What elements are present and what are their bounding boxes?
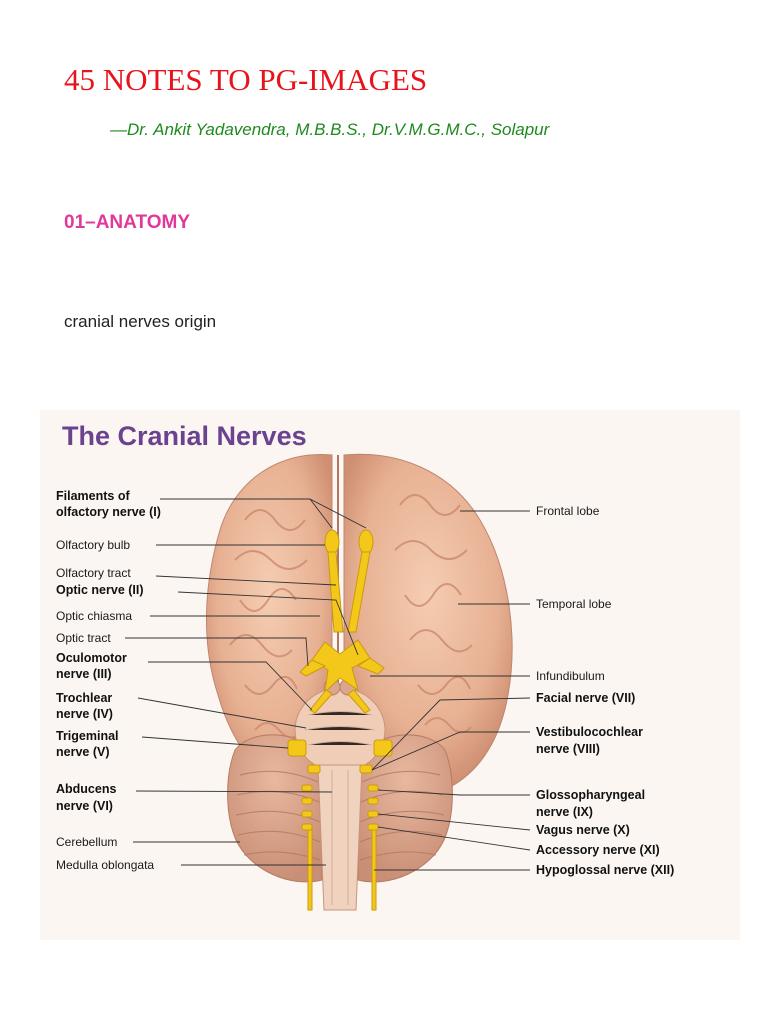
figure-title: The Cranial Nerves xyxy=(62,421,307,451)
label-accessory-nerve: Accessory nerve (XI) xyxy=(536,843,660,857)
brain-drawing xyxy=(206,453,513,911)
label-olfactory-bulb: Olfactory bulb xyxy=(56,538,130,552)
label-trochlear-line1: Trochlear xyxy=(56,691,112,705)
label-optic-tract: Optic tract xyxy=(56,631,111,645)
document-title: 45 NOTES TO PG-IMAGES xyxy=(64,62,428,97)
label-vagus-nerve: Vagus nerve (X) xyxy=(536,823,630,837)
label-temporal-lobe: Temporal lobe xyxy=(536,597,612,611)
left-labels: Filaments of olfactory nerve (I) Olfacto… xyxy=(56,489,161,872)
label-medulla-oblongata: Medulla oblongata xyxy=(56,858,154,872)
label-optic-nerve: Optic nerve (II) xyxy=(56,583,144,597)
label-abducens-line2: nerve (VI) xyxy=(56,799,113,813)
label-leader-lines xyxy=(125,498,531,871)
label-facial-nerve: Facial nerve (VII) xyxy=(536,691,635,705)
label-trigeminal-line1: Trigeminal xyxy=(56,729,119,743)
label-infundibulum: Infundibulum xyxy=(536,669,605,683)
label-abducens-line1: Abducens xyxy=(56,782,116,796)
label-vestibulocochlear-line2: nerve (VIII) xyxy=(536,742,600,756)
author-line: —Dr. Ankit Yadavendra, M.B.B.S., Dr.V.M.… xyxy=(110,120,550,139)
label-trochlear-line2: nerve (IV) xyxy=(56,707,113,721)
label-olfactory-tract: Olfactory tract xyxy=(56,566,131,580)
label-oculomotor-line2: nerve (III) xyxy=(56,667,112,681)
section-heading: 01–ANATOMY xyxy=(64,212,190,233)
label-trigeminal-line2: nerve (V) xyxy=(56,745,110,759)
label-frontal-lobe: Frontal lobe xyxy=(536,504,600,518)
right-labels: Frontal lobe Temporal lobe Infundibulum … xyxy=(536,504,674,877)
label-oculomotor-line1: Oculomotor xyxy=(56,651,127,665)
figure-caption: cranial nerves origin xyxy=(64,312,217,331)
label-hypoglossal-nerve: Hypoglossal nerve (XII) xyxy=(536,863,674,877)
nerves-drawing xyxy=(287,529,393,911)
cranial-nerves-figure: The Cranial Nerves xyxy=(40,410,740,940)
label-vestibulocochlear-line1: Vestibulocochlear xyxy=(536,725,643,739)
label-cerebellum: Cerebellum xyxy=(56,835,117,849)
label-filaments-line1: Filaments of xyxy=(56,489,130,503)
cranial-nerves-illustration: The Cranial Nerves xyxy=(40,410,740,940)
label-optic-chiasma: Optic chiasma xyxy=(56,609,132,623)
label-glossopharyngeal-line2: nerve (IX) xyxy=(536,805,593,819)
label-filaments-line2: olfactory nerve (I) xyxy=(56,505,161,519)
label-glossopharyngeal-line1: Glossopharyngeal xyxy=(536,788,645,802)
